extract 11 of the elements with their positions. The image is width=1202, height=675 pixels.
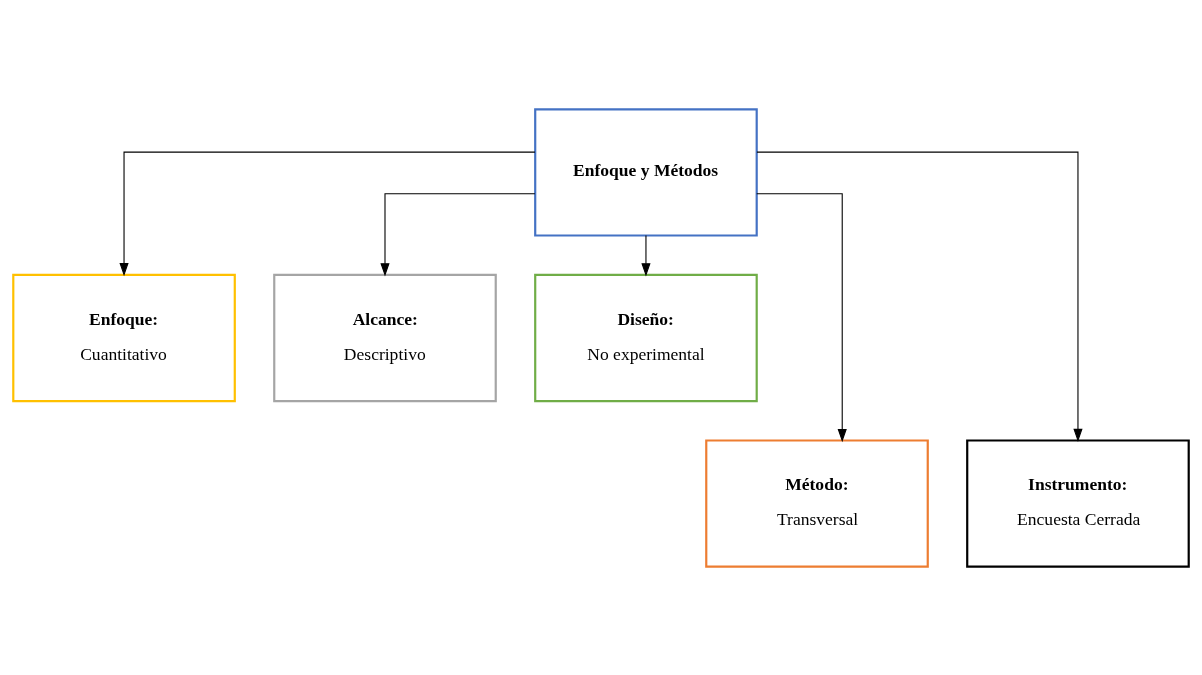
node-box: Diseño: No experimental [534,273,758,402]
node-box: Alcance: Descriptivo [273,273,497,402]
node-box: Método: Transversal [705,438,929,568]
arrow [641,234,651,276]
arrow [380,192,536,276]
arrow [119,151,536,276]
node-box: Instrumento: Encuesta Cerrada [966,438,1190,568]
arrow [756,151,1083,442]
node-box: Enfoque: Cuantitativo [12,273,236,402]
arrow [756,192,847,442]
node-box: Enfoque y Métodos [534,107,758,237]
